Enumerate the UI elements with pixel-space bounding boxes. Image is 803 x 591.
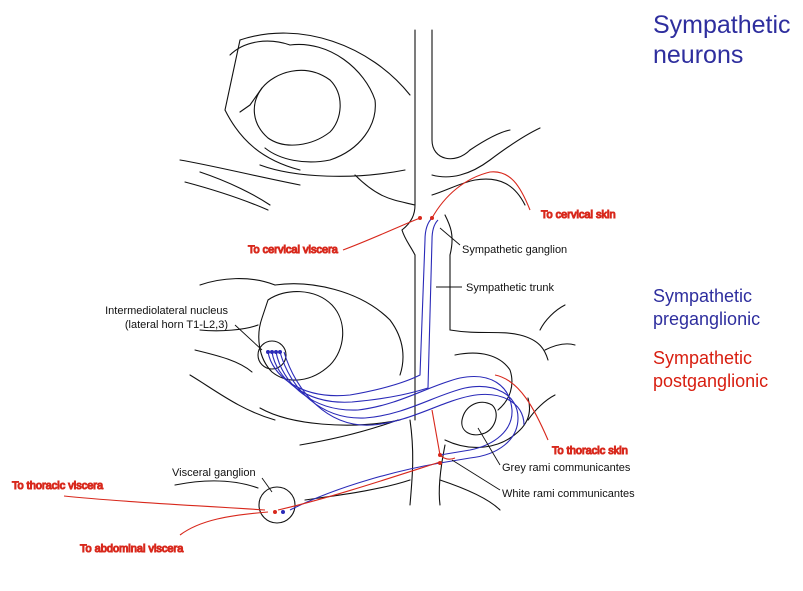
- leader-lines: [234, 227, 501, 493]
- label-sympathetic-trunk: Sympathetic trunk: [466, 282, 555, 294]
- legend-post-line-2: postganglionic: [653, 371, 769, 391]
- label-sympathetic-ganglion: Sympathetic ganglion: [462, 244, 567, 256]
- label-to-thoracic-viscera: To thoracic viscera: [12, 480, 104, 492]
- postganglionic-fibers: [63, 171, 549, 536]
- label-to-thoracic-skin: To thoracic skin: [552, 445, 628, 457]
- preganglionic-fibers: [266, 217, 525, 511]
- title-line-1: Sympathetic: [653, 11, 791, 39]
- label-lateral-horn: (lateral horn T1-L2,3): [125, 319, 228, 331]
- visceral-ganglion-circle: [258, 486, 296, 524]
- label-visceral-ganglion: Visceral ganglion: [172, 467, 256, 479]
- legend-postganglionic: Sympathetic postganglionic: [653, 347, 768, 393]
- diagram-title: Sympathetic neurons: [653, 10, 803, 70]
- legend-pre-line-2: preganglionic: [653, 309, 761, 329]
- label-to-cervical-viscera: To cervical viscera: [248, 244, 339, 256]
- label-grey-rami: Grey rami communicantes: [502, 462, 631, 474]
- middle-spinal-segment: [174, 254, 576, 511]
- label-white-rami: White rami communicantes: [502, 488, 635, 500]
- title-line-2: neurons: [653, 41, 744, 69]
- upper-spinal-segment: [179, 29, 541, 256]
- label-intermediolateral-nucleus: Intermediolateral nucleus: [105, 305, 228, 317]
- legend-post-line-1: Sympathetic: [653, 348, 753, 368]
- label-to-cervical-skin: To cervical skin: [541, 209, 616, 221]
- legend-pre-line-1: Sympathetic: [653, 286, 753, 306]
- legend-preganglionic: Sympathetic preganglionic: [653, 285, 760, 331]
- label-to-abdominal-viscera: To abdominal viscera: [80, 543, 184, 555]
